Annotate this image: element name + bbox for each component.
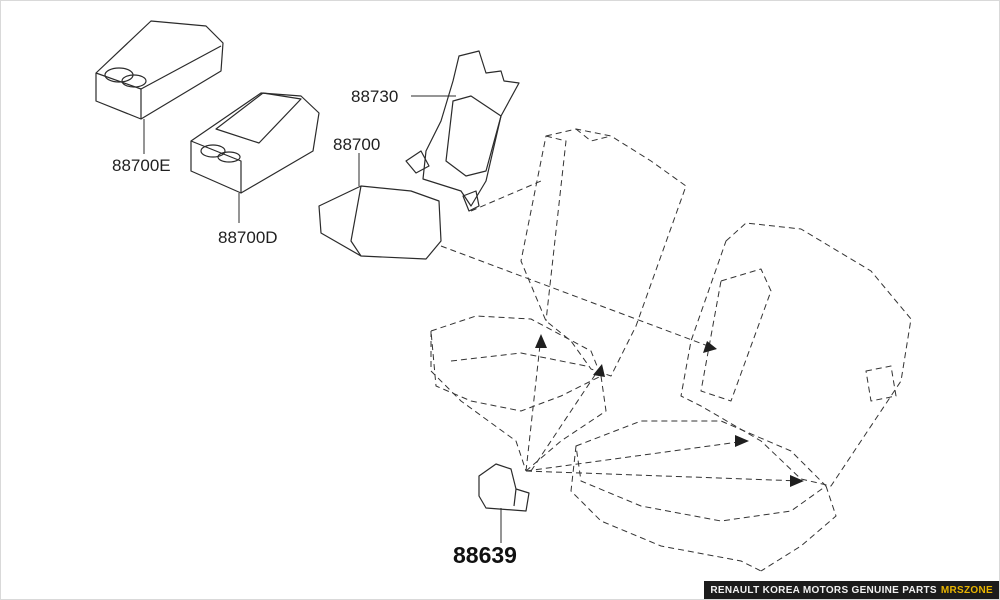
label-88730: 88730 [351,87,398,106]
footer-brand: MRSZONE [940,584,993,596]
label-88700E: 88700E [112,156,171,175]
assembly-lines [440,180,804,487]
footer-text: RENAULT KOREA MOTORS GENUINE PARTS [710,584,937,596]
armrest-cupholder-88700D[interactable] [190,92,320,194]
label-88700D: 88700D [218,228,278,247]
armrest-pad-88700[interactable] [318,185,442,260]
rear-seat-right-outline [570,222,912,572]
label-88639: 88639 [453,542,517,568]
rear-seat-left-outline [430,128,687,472]
cover-cap-88639[interactable] [478,463,530,512]
footer-banner: RENAULT KOREA MOTORS GENUINE PARTS MRSZO… [704,581,999,599]
label-88700: 88700 [333,135,380,154]
hinge-frame-88730[interactable] [405,50,520,212]
armrest-console-88700E[interactable] [95,20,224,120]
